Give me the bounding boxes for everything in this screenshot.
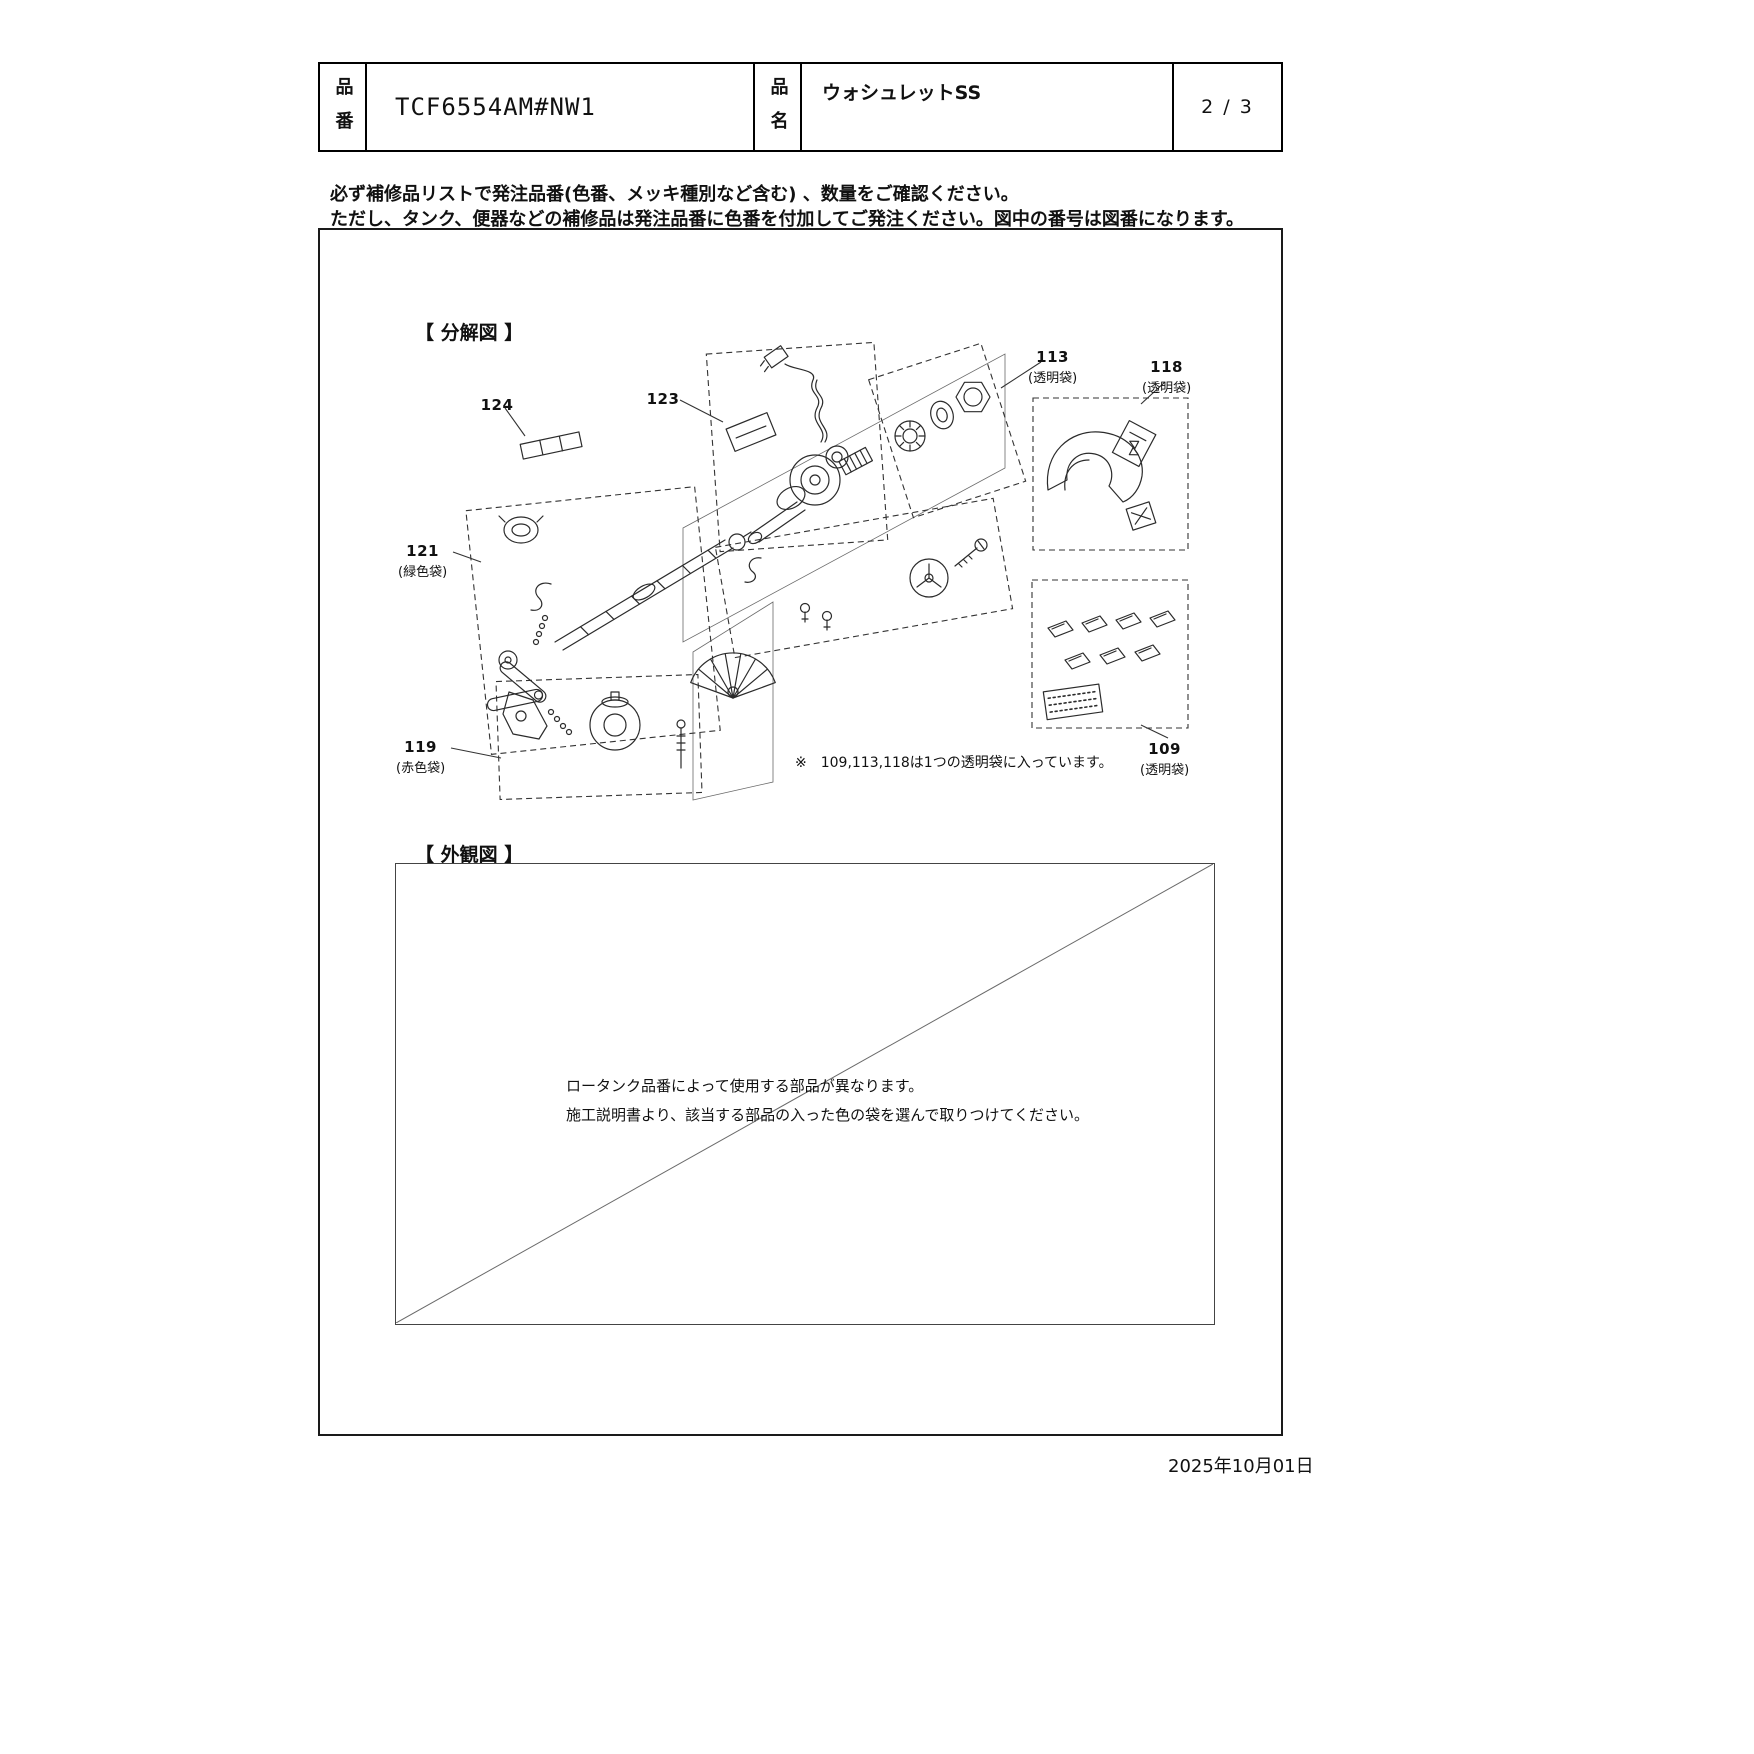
outline-note: ロータンク品番によって使用する部品が異なります。 施工説明書より、該当する部品の… [566,1072,1089,1129]
outline-view-box: ロータンク品番によって使用する部品が異なります。 施工説明書より、該当する部品の… [395,863,1215,1325]
callout-113: 113 (透明袋) [1028,348,1077,386]
order-notice-line1: 必ず補修品リストで発注品番(色番、メッキ種別など含む) 、数量をご確認ください。 [330,184,1019,205]
issue-date: 2025年10月01日 [1168,1456,1314,1477]
outline-note-line1: ロータンク品番によって使用する部品が異なります。 [566,1077,924,1095]
product-name-value: ウォシュレットSS [802,64,1174,150]
callout-number: 124 [480,396,514,414]
product-name-label: 品名 [767,77,789,145]
diagonal-line [396,864,1213,1323]
order-notice: 必ず補修品リストで発注品番(色番、メッキ種別など含む) 、数量をご確認ください。… [330,183,1244,233]
part-number-label: 品番 [332,77,354,145]
leader-lines [450,361,1169,759]
outline-note-line2: 施工説明書より、該当する部品の入った色の袋を選んで取りつけてください。 [566,1105,1090,1124]
callout-119: 119 (赤色袋) [396,738,445,776]
callout-123: 123 [640,390,686,409]
part-113-washers [894,381,991,452]
header-table: 品番 TCF6554AM#NW1 品名 ウォシュレットSS 2 / 3 [318,62,1283,152]
exploded-parts-diagram [450,341,1189,801]
page-indicator: 2 / 3 [1201,96,1254,118]
fastener-group [744,538,988,631]
callout-number: 113 [1036,348,1069,366]
fan-shield [690,652,776,699]
bag-note: ※ 109,113,118は1つの透明袋に入っています。 [795,755,1113,771]
perspective-planes [682,353,1006,801]
part-number-label-cell: 品番 [320,64,367,150]
part-118-handle [1046,419,1157,531]
callout-121: 121 (緑色袋) [398,542,447,580]
outline-view-title: 【 外観図 】 [415,844,524,866]
exploded-view-title: 【 分解図 】 [415,322,524,344]
part-124-strip [519,431,583,460]
callout-bag: (緑色袋) [398,565,448,580]
part-number-value: TCF6554AM#NW1 [367,64,755,150]
callout-bag: (透明袋) [1142,381,1192,396]
part-121-pipe-group [486,515,752,712]
callout-bag: (透明袋) [1028,371,1078,386]
callout-number: 121 [406,542,439,560]
product-name-label-cell: 品名 [755,64,802,150]
callout-118: 118 (透明袋) [1142,358,1191,396]
callout-number: 123 [646,390,680,408]
part-123-valve-unit [725,345,874,545]
callout-124: 124 [474,396,520,415]
part-119-float-group [502,691,686,769]
order-notice-line2: ただし、タンク、便器などの補修品は発注品番に色番を付加してご発注ください。図中の… [330,208,1245,230]
callout-bag: (赤色袋) [396,761,446,776]
callout-number: 118 [1150,358,1183,376]
callout-109: 109 (透明袋) [1140,740,1189,778]
callout-bag: (透明袋) [1140,763,1190,778]
callout-number: 119 [404,738,437,756]
group-boxes [465,341,1189,801]
part-109-clips [1042,610,1176,721]
callout-number: 109 [1148,740,1181,758]
